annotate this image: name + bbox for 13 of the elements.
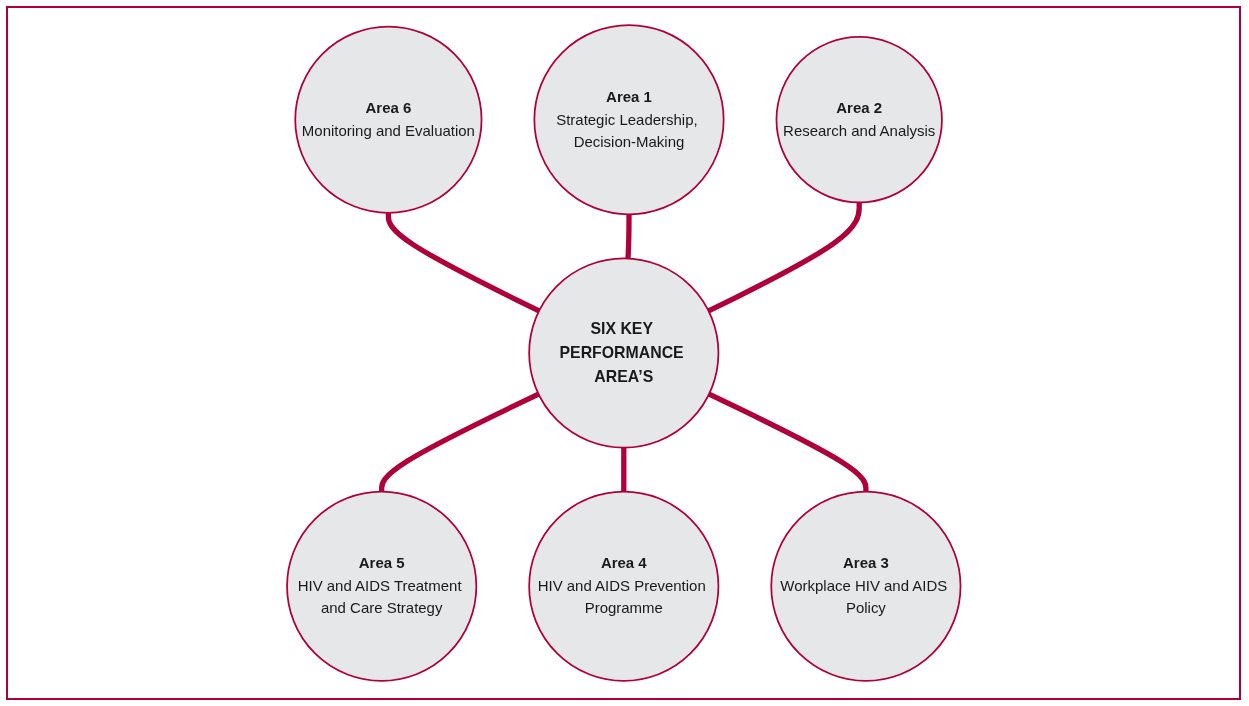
connector (707, 202, 862, 314)
node-circle: Area 2 Research and Analysis (775, 36, 943, 204)
node-circle: Area 1 Strategic Leadership, Decision-Making (533, 24, 725, 216)
connector (378, 391, 540, 492)
node-circle: SIX KEY PERFORMANCE AREA’S (528, 257, 719, 449)
connector (620, 447, 627, 492)
node-circle: Area 4 HIV and AIDS Prevention Programme (528, 490, 719, 682)
connector (625, 214, 632, 259)
connector (707, 391, 869, 492)
node-circle: Area 6 Monitoring and Evaluation (294, 25, 483, 214)
connector (385, 212, 540, 314)
node-circle: Area 3 Workplace HIV and AIDS Policy (770, 490, 962, 682)
node-circle: Area 5 HIV and AIDS Treatment and Care Strategy (285, 490, 477, 682)
